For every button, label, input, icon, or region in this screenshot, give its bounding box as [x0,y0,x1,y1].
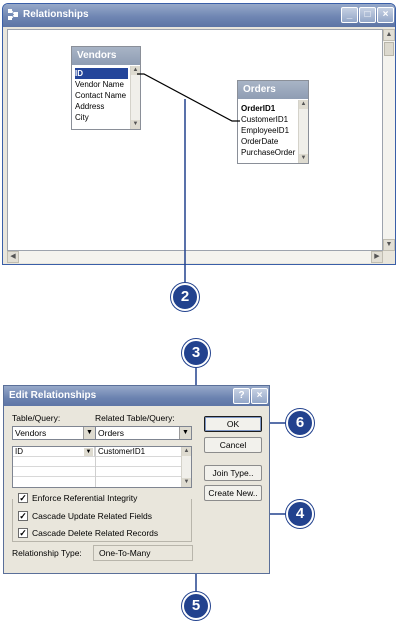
orders-field[interactable]: PurchaseOrder [241,148,296,157]
chevron-down-icon[interactable]: ▼ [179,427,191,439]
table-query-select[interactable]: Vendors ▼ [12,426,96,440]
scroll-down-icon[interactable]: ▼ [299,154,308,163]
dialog-close-button[interactable]: × [251,388,268,404]
cancel-button[interactable]: Cancel [204,437,262,453]
join-fields-grid[interactable]: ID ▼ CustomerID1 ▲ ▼ [12,446,192,488]
orders-field[interactable]: CustomerID1 [241,115,289,124]
callout-4: 4 [286,500,314,528]
enforce-integrity-checkbox[interactable]: ✓ [18,493,28,503]
grid-scrollbar[interactable]: ▲ ▼ [181,447,191,487]
help-button[interactable]: ? [233,388,250,404]
scroll-down-icon[interactable]: ▼ [131,120,140,129]
vendors-table[interactable]: Vendors ID Vendor Name Contact Name Addr… [71,46,141,130]
orders-scrollbar[interactable]: ▲ ▼ [298,100,308,163]
maximize-button[interactable]: □ [359,7,376,23]
scroll-down-icon[interactable]: ▼ [383,239,395,251]
vendors-table-title[interactable]: Vendors [72,47,140,65]
orders-table[interactable]: Orders OrderID1 CustomerID1 EmployeeID1 … [237,80,309,164]
integrity-group-frame [12,499,192,542]
edit-relationships-title: Edit Relationships [9,390,97,401]
minimize-button[interactable]: _ [341,7,358,23]
related-table-query-label: Related Table/Query: [95,413,175,423]
cascade-update-label[interactable]: Cascade Update Related Fields [32,511,153,521]
ok-button[interactable]: OK [204,416,262,432]
vendors-scrollbar[interactable]: ▲ ▼ [130,66,140,129]
scroll-thumb[interactable] [384,42,394,56]
scroll-up-icon[interactable]: ▲ [182,447,191,456]
scroll-up-icon[interactable]: ▲ [299,100,308,109]
orders-field[interactable]: OrderDate [241,137,279,146]
vendors-field[interactable]: Vendor Name [75,80,124,89]
callout-5: 5 [182,592,210,620]
close-button[interactable]: × [377,7,394,23]
chevron-down-icon[interactable]: ▼ [84,448,93,456]
vendors-field[interactable]: Address [75,102,105,111]
scroll-up-icon[interactable]: ▲ [131,66,140,75]
vertical-scrollbar[interactable]: ▲ ▼ [383,29,395,251]
vendors-field-id[interactable]: ID [75,68,128,79]
scroll-right-icon[interactable]: ▶ [371,251,383,263]
relationships-window: Relationships _ □ × Vendors ID Vendor Na… [2,3,396,265]
table-row[interactable] [13,457,181,467]
callout-2: 2 [171,283,199,311]
vendors-field[interactable]: City [75,113,89,122]
grid-divider [95,447,96,487]
relationships-titlebar[interactable]: Relationships _ □ × [3,4,395,27]
relationship-type-label: Relationship Type: [12,548,82,558]
edit-relationships-titlebar[interactable]: Edit Relationships ? × [4,386,269,406]
join-left-field[interactable]: ID [13,447,95,457]
table-query-value: Vendors [15,428,47,438]
scroll-down-icon[interactable]: ▼ [182,478,191,487]
cascade-update-checkbox[interactable]: ✓ [18,511,28,521]
scroll-up-icon[interactable]: ▲ [383,29,395,41]
horizontal-scrollbar[interactable]: ◀ ▶ [7,251,383,263]
enforce-integrity-label[interactable]: Enforce Referential Integrity [32,493,138,503]
chevron-down-icon[interactable]: ▼ [83,427,95,439]
cascade-delete-checkbox[interactable]: ✓ [18,528,28,538]
cascade-delete-label[interactable]: Cascade Delete Related Records [32,528,159,538]
table-row[interactable] [13,477,181,487]
vendors-field[interactable]: Contact Name [75,91,127,100]
orders-field-orderid[interactable]: OrderID1 [241,104,276,113]
callout-6: 6 [286,409,314,437]
table-row[interactable] [13,467,181,477]
edit-relationships-dialog: Edit Relationships ? × Table/Query: Rela… [3,385,270,574]
related-table-query-select[interactable]: Orders ▼ [95,426,192,440]
callout-3: 3 [182,339,210,367]
scroll-left-icon[interactable]: ◀ [7,251,19,263]
relationship-type-value: One-To-Many [93,545,193,561]
join-right-field[interactable]: CustomerID1 [98,447,146,456]
orders-field[interactable]: EmployeeID1 [241,126,290,135]
orders-table-title[interactable]: Orders [238,81,308,99]
create-new-button[interactable]: Create New.. [204,485,262,501]
related-table-query-value: Orders [98,428,124,438]
table-row[interactable]: ID ▼ CustomerID1 [13,447,181,457]
table-query-label: Table/Query: [12,413,61,423]
join-type-button[interactable]: Join Type.. [204,465,262,481]
relationships-title: Relationships [23,9,89,20]
relationships-canvas[interactable]: Vendors ID Vendor Name Contact Name Addr… [7,29,383,251]
relationships-window-icon [8,9,18,20]
